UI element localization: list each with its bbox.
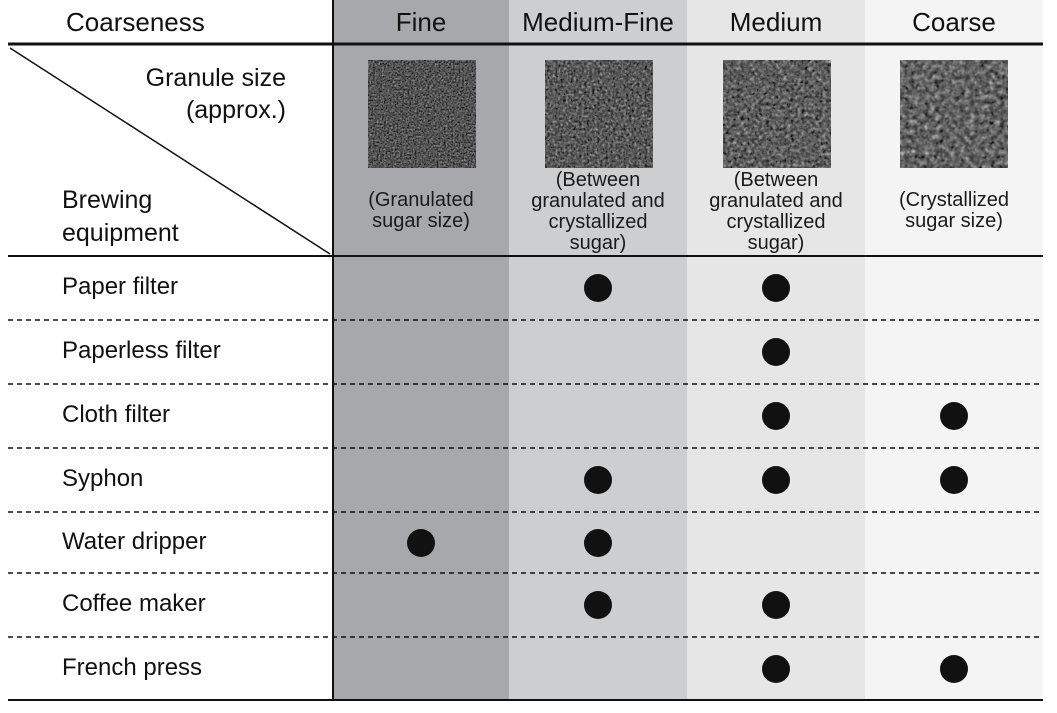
granule-size-label: Granule size (approx.) (145, 64, 286, 124)
suitability-dot (584, 591, 612, 619)
granule-image-medium-fine (545, 60, 653, 168)
granule-image-coarse (900, 60, 1008, 168)
granule-note-medium: (Between granulated and crystallized sug… (709, 169, 843, 254)
suitability-dot (584, 466, 612, 494)
suitability-dot (762, 338, 790, 366)
equipment-label: French press (62, 653, 203, 681)
suitability-dot (940, 654, 968, 683)
equipment-label: Paper filter (62, 273, 179, 300)
suitability-dot (584, 274, 612, 302)
suitability-dot (584, 528, 612, 557)
suitability-dot (762, 402, 790, 430)
granule-note-medium-fine: (Between granulated and crystallized sug… (531, 169, 665, 254)
granule-image-fine (368, 60, 476, 168)
suitability-dot (407, 528, 435, 557)
brewing-equipment-label: Brewing equipment (62, 186, 179, 247)
suitability-dot (762, 466, 790, 494)
suitability-dot (762, 274, 790, 302)
column-header-coarse: Coarse (912, 6, 996, 37)
equipment-label: Paperless filter (62, 337, 221, 364)
suitability-dot (940, 402, 968, 430)
equipment-label: Water dripper (62, 527, 207, 555)
column-header-medium-fine: Medium-Fine (522, 6, 674, 37)
coarseness-header: Coarseness (66, 6, 205, 37)
granule-note-fine: (Granulated sugar size) (368, 189, 474, 232)
equipment-label: Cloth filter (62, 401, 171, 428)
suitability-dot (762, 654, 790, 683)
suitability-dot (762, 591, 790, 619)
column-header-fine: Fine (395, 6, 447, 37)
granule-note-coarse: (Crystallized sugar size) (898, 189, 1010, 232)
equipment-label: Coffee maker (62, 590, 206, 617)
granule-image-medium (723, 60, 831, 168)
equipment-label: Syphon (62, 465, 144, 492)
suitability-dot (940, 466, 968, 494)
column-header-medium: Medium (729, 6, 823, 37)
